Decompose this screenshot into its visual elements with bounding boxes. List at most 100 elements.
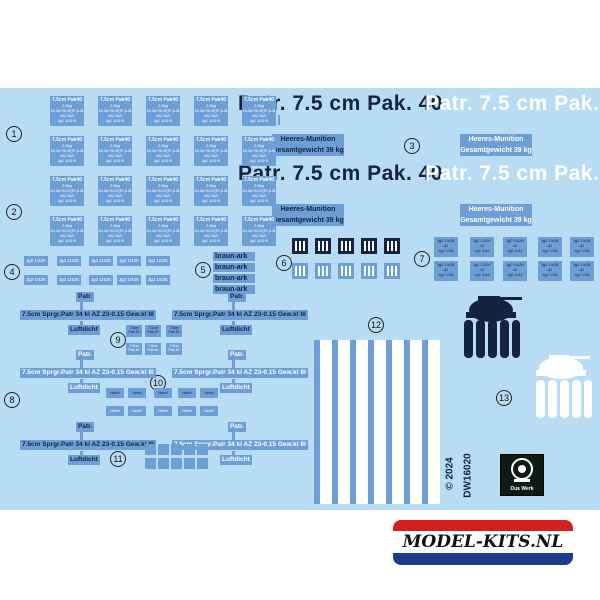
rack-bar xyxy=(364,266,366,276)
rack-bar xyxy=(295,241,297,251)
tile-title: 7.5cm Pak40 xyxy=(243,177,275,183)
set6-rack-dark xyxy=(315,238,331,254)
set3-info-light-a: Heeres-Munition Gesamtgewicht 39 kg xyxy=(460,134,532,156)
item-number-2: 2 xyxy=(6,204,22,220)
tile-title: 7.5cm Pak40 xyxy=(51,137,83,143)
set7-line2: 42 xyxy=(443,267,449,272)
tile-line: Jg2 1/42 K xyxy=(57,198,77,203)
tile-title: 7.5cm Pak40 xyxy=(243,97,275,103)
tile-line: Jg2 1/42 K xyxy=(57,238,77,243)
item-number-7: 7 xyxy=(414,251,430,267)
product-code: DW16020 xyxy=(462,453,474,498)
set10-mark: Nebel xyxy=(128,406,146,416)
set8-stem xyxy=(80,379,83,385)
set10-mark: Nebel xyxy=(106,388,124,398)
rack-bar xyxy=(322,266,324,276)
set8-luftdicht: Luftdicht xyxy=(220,325,252,335)
tile-line: 2,5kg xyxy=(158,223,168,228)
code-block: DW16020 xyxy=(463,448,486,508)
set8-patr: Patr. xyxy=(76,350,95,360)
set3-info-dark-b: Heeres-Munition Gesamtgewicht 39 kg xyxy=(272,204,344,226)
tile-line: 2,5kg xyxy=(62,223,72,228)
set6-rack-light xyxy=(361,263,377,279)
tile-title: 7.5cm Pak40 xyxy=(243,137,275,143)
rack-bar xyxy=(368,266,370,276)
tile-title: 7.5cm Pak40 xyxy=(147,137,179,143)
set5-label-2: braun-ark xyxy=(213,263,255,272)
tile-line: 2,5kg xyxy=(206,143,216,148)
copyright: © 2024 xyxy=(444,457,456,490)
set10-mark: Nebel xyxy=(154,388,172,398)
set3-title-dark-a: Patr. 7.5 cm Pak. 40 xyxy=(238,92,443,115)
set7-line1: Jg2 1/42K xyxy=(505,262,524,267)
tile-line: Gr.38 HL/B(Fl.)L/8 xyxy=(146,148,180,153)
item-number-4: 4 xyxy=(4,264,20,280)
tile-line: Jg2 1/42 K xyxy=(249,238,269,243)
tank-silhouette-icon xyxy=(464,296,592,418)
tile-line: 2,5kg xyxy=(110,223,120,228)
tile-line: Gr.38 HL/B(Fl.)L/8 xyxy=(98,108,132,113)
tile-line: nAl 26A xyxy=(203,233,218,238)
set3-title-light-b: Patr. 7.5 cm Pak. 40 xyxy=(425,162,600,185)
set9-a: 7.5cm xyxy=(129,326,139,330)
tile-title: 7.5cm Pak40 xyxy=(195,177,227,183)
set10-mark: Nebel xyxy=(106,406,124,416)
tile-line: nAl 26A xyxy=(251,113,266,118)
set7-line3: Jg2 1/42 xyxy=(507,248,523,253)
rack-bar xyxy=(372,241,374,251)
set3-line2: Gesamtgewicht 39 kg xyxy=(272,217,344,224)
set8-patr: Patr. xyxy=(228,422,247,432)
rack-bar xyxy=(326,241,328,251)
tile-line: 2,5kg xyxy=(62,103,72,108)
set4-tag: Jg2 1/42K xyxy=(146,275,170,285)
tile-line: nAl 26A xyxy=(251,193,266,198)
tile-line: Gr.38 HL/C(Fl.)L/8 xyxy=(194,228,228,233)
set7-line1: Jg2 1/42K xyxy=(436,238,455,243)
tile-line: nAl 26A xyxy=(107,233,122,238)
set8-row: 7.5cm Sprgr.Patr 34 kl AZ 23-0.15 Gew.kl… xyxy=(172,310,308,320)
set6-rack-dark xyxy=(338,238,354,254)
tile-line: nAl 26A xyxy=(251,153,266,158)
set9-b: Pak 40 xyxy=(168,348,180,352)
rack-bar xyxy=(395,241,397,251)
set8-stem xyxy=(232,302,235,310)
set10-mark: Nebel xyxy=(178,406,196,416)
tile-line: Jg2 1/42 K xyxy=(249,198,269,203)
set8-row: 7.5cm Sprgr.Patr 34 kl AZ 23-0.15 Gew.kl… xyxy=(172,440,308,450)
set6-rack-light xyxy=(292,263,308,279)
item-number-5: 5 xyxy=(195,262,211,278)
store-logo-banner[interactable]: MODEL-KITS.NL xyxy=(393,520,573,565)
tile-line: Gr.38 HL/B(Fl.)L/8 xyxy=(242,108,276,113)
set3-line1: Heeres-Munition xyxy=(468,206,524,213)
set7-line1: Jg2 1/42K xyxy=(540,238,559,243)
tile-title: 7.5cm Pak40 xyxy=(147,177,179,183)
tile-line: Jg2 1/42 K xyxy=(201,118,221,123)
set9-b: Pak 40 xyxy=(168,330,180,334)
set10-mark: Nebel xyxy=(128,388,146,398)
tile-line: 2,5kg xyxy=(110,143,120,148)
rack-bar xyxy=(391,266,393,276)
set10-mark: Nebel xyxy=(200,388,218,398)
tile-title: 7.5cm Pak40 xyxy=(99,137,131,143)
item-number-3: 3 xyxy=(404,138,420,154)
set8-stem xyxy=(80,451,83,457)
brand-logo: Dus Werk xyxy=(500,454,544,496)
tile-line: Gr.38 HL/C(Fl.)L/8 xyxy=(98,188,132,193)
tile-line: Gr.38 HL/B(Fl.)L/8 xyxy=(194,148,228,153)
tile-line: Gr.38 HL/C(Fl.)L/8 xyxy=(50,188,84,193)
rack-bar xyxy=(345,266,347,276)
set7-line3: Jg2 1/42 xyxy=(474,272,490,277)
item-number-12: 12 xyxy=(368,317,384,333)
set4-tag: Jg2 1/42K xyxy=(89,275,113,285)
set12-stripe xyxy=(428,340,440,504)
set7-line2: 42 xyxy=(547,267,553,272)
